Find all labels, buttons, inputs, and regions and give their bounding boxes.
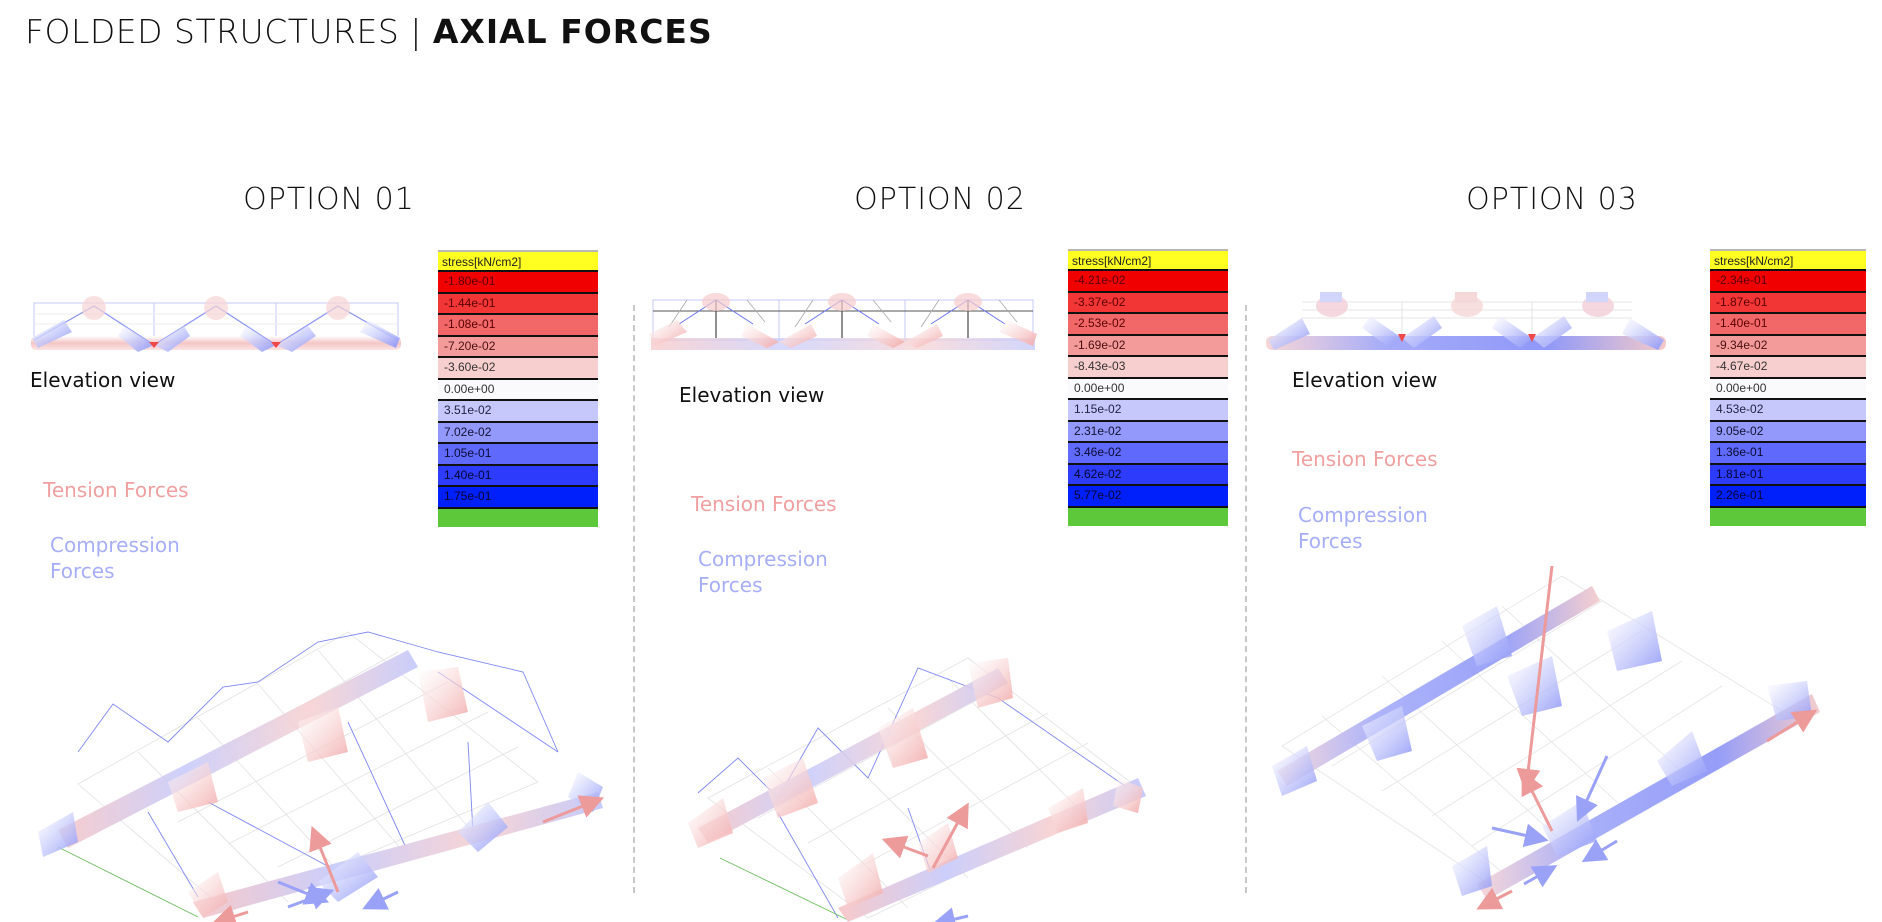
column-divider-2 [1245, 305, 1247, 893]
legend-row: 3.51e-02 [438, 399, 598, 421]
legend-row: 1.36e-01 [1710, 441, 1866, 463]
legend-row: -3.37e-02 [1068, 290, 1228, 312]
option-01-title: OPTION 01 [243, 182, 415, 217]
legend-row: 3.46e-02 [1068, 441, 1228, 463]
legend-row: 1.40e-01 [438, 463, 598, 485]
legend-footer-swatch [438, 506, 598, 527]
compression-line-2: Forces [1298, 529, 1363, 553]
legend-row: -4.67e-02 [1710, 355, 1866, 377]
legend-row: -1.40e-01 [1710, 312, 1866, 334]
legend-row: -1.08e-01 [438, 313, 598, 335]
legend-row: 2.31e-02 [1068, 419, 1228, 441]
column-divider-1 [633, 305, 635, 893]
tension-forces-label-option-03: Tension Forces [1292, 447, 1438, 471]
legend-row: -1.44e-01 [438, 291, 598, 313]
legend-row: 4.62e-02 [1068, 462, 1228, 484]
legend-row: -7.20e-02 [438, 334, 598, 356]
stress-legend-option-01: stress[kN/cm2]-1.80e-01-1.44e-01-1.08e-0… [438, 250, 598, 527]
legend-header: stress[kN/cm2] [1068, 249, 1228, 269]
compression-line-2: Forces [698, 573, 763, 597]
legend-footer-swatch [1068, 505, 1228, 526]
elevation-diagram-option-01 [31, 296, 401, 352]
legend-footer-swatch [1710, 505, 1866, 526]
option-03-title: OPTION 03 [1466, 182, 1638, 217]
tension-forces-label-option-02: Tension Forces [691, 492, 837, 516]
legend-row: 4.53e-02 [1710, 398, 1866, 420]
legend-row: 0.00e+00 [1068, 376, 1228, 398]
elevation-view-label-option-02: Elevation view [679, 383, 825, 407]
legend-row: -2.53e-02 [1068, 312, 1228, 334]
legend-row: -9.34e-02 [1710, 333, 1866, 355]
legend-row: 1.81e-01 [1710, 462, 1866, 484]
isometric-diagram-option-02 [688, 657, 1146, 922]
legend-row: -1.80e-01 [438, 270, 598, 292]
compression-line-1: Compression [50, 533, 180, 557]
legend-row: -1.87e-01 [1710, 290, 1866, 312]
compression-line-2: Forces [50, 559, 115, 583]
isometric-diagram-option-01 [38, 631, 605, 922]
option-02-title: OPTION 02 [854, 182, 1026, 217]
legend-row: -8.43e-03 [1068, 355, 1228, 377]
legend-row: 9.05e-02 [1710, 419, 1866, 441]
tension-forces-label-option-01: Tension Forces [43, 478, 189, 502]
legend-row: 2.26e-01 [1710, 484, 1866, 506]
page-title: FOLDED STRUCTURES | AXIAL FORCES [25, 12, 713, 51]
legend-row: 5.77e-02 [1068, 484, 1228, 506]
stress-legend-option-03: stress[kN/cm2]-2.34e-01-1.87e-01-1.40e-0… [1710, 249, 1866, 526]
legend-row: 0.00e+00 [1710, 376, 1866, 398]
isometric-diagram-option-03 [1272, 565, 1820, 910]
legend-row: -3.60e-02 [438, 356, 598, 378]
legend-row: 1.75e-01 [438, 485, 598, 507]
legend-header: stress[kN/cm2] [438, 250, 598, 270]
elevation-diagram-option-02 [649, 293, 1037, 350]
elevation-diagram-option-03 [1266, 292, 1666, 350]
legend-row: 1.15e-02 [1068, 398, 1228, 420]
compression-line-1: Compression [698, 547, 828, 571]
compression-line-1: Compression [1298, 503, 1428, 527]
stress-legend-option-02: stress[kN/cm2]-4.21e-02-3.37e-02-2.53e-0… [1068, 249, 1228, 526]
title-bold: AXIAL FORCES [432, 12, 713, 51]
elevation-view-label-option-01: Elevation view [30, 368, 176, 392]
legend-header: stress[kN/cm2] [1710, 249, 1866, 269]
elevation-view-label-option-03: Elevation view [1292, 368, 1438, 392]
legend-row: -4.21e-02 [1068, 269, 1228, 291]
legend-row: 7.02e-02 [438, 420, 598, 442]
legend-row: -2.34e-01 [1710, 269, 1866, 291]
legend-row: 1.05e-01 [438, 442, 598, 464]
legend-row: -1.69e-02 [1068, 333, 1228, 355]
title-light: FOLDED STRUCTURES | [25, 12, 433, 51]
legend-row: 0.00e+00 [438, 377, 598, 399]
